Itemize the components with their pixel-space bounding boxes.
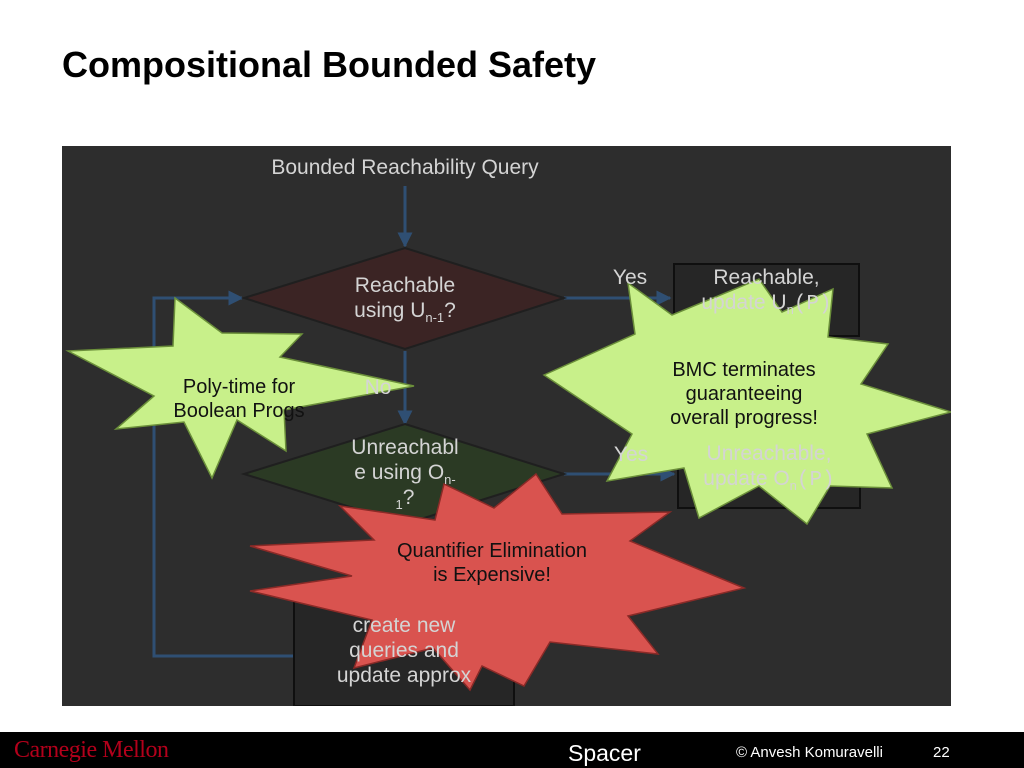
decision-reachable-diamond xyxy=(240,246,568,351)
star-poly-time xyxy=(65,296,415,480)
decision-unreachable-label: Unreachabl e using On- 1? xyxy=(351,436,459,513)
edge-yes-2: Yes xyxy=(613,443,649,466)
star-bmc xyxy=(542,278,951,526)
box-create-queries-label: create new queries and update approx xyxy=(336,614,472,687)
star-quantifier-elimination xyxy=(249,472,747,692)
box-unreachable-label: Unreachable, update On(P) xyxy=(703,442,835,494)
footer-author: © Anvesh Komuravelli xyxy=(736,744,883,761)
page-number: 22 xyxy=(933,744,950,761)
query-label: Bounded Reachability Query xyxy=(271,156,539,179)
flow-diagram: Bounded Reachability Query Reachable usi… xyxy=(62,146,951,706)
carnegie-mellon-logo: Carnegie Mellon xyxy=(14,737,169,763)
slide-title: Compositional Bounded Safety xyxy=(62,44,597,85)
decision-reachable-label: Reachable using Un-1? xyxy=(354,274,456,326)
arrow-loop-back xyxy=(152,290,295,658)
diagram-canvas xyxy=(62,146,951,706)
box-reachable-label: Reachable, update Un(P) xyxy=(701,266,832,318)
footer-project-name: Spacer xyxy=(568,740,641,766)
edge-no: No xyxy=(364,376,392,399)
callout-quantifier-elimination: Quantifier Elimination is Expensive! xyxy=(396,540,588,586)
callout-bmc: BMC terminates guaranteeing overall prog… xyxy=(670,359,818,429)
callout-poly-time: Poly-time for Boolean Progs xyxy=(173,376,305,422)
edge-yes-1: Yes xyxy=(612,266,648,289)
footer-bar: Carnegie Mellon Spacer © Anvesh Komurave… xyxy=(0,732,1024,768)
